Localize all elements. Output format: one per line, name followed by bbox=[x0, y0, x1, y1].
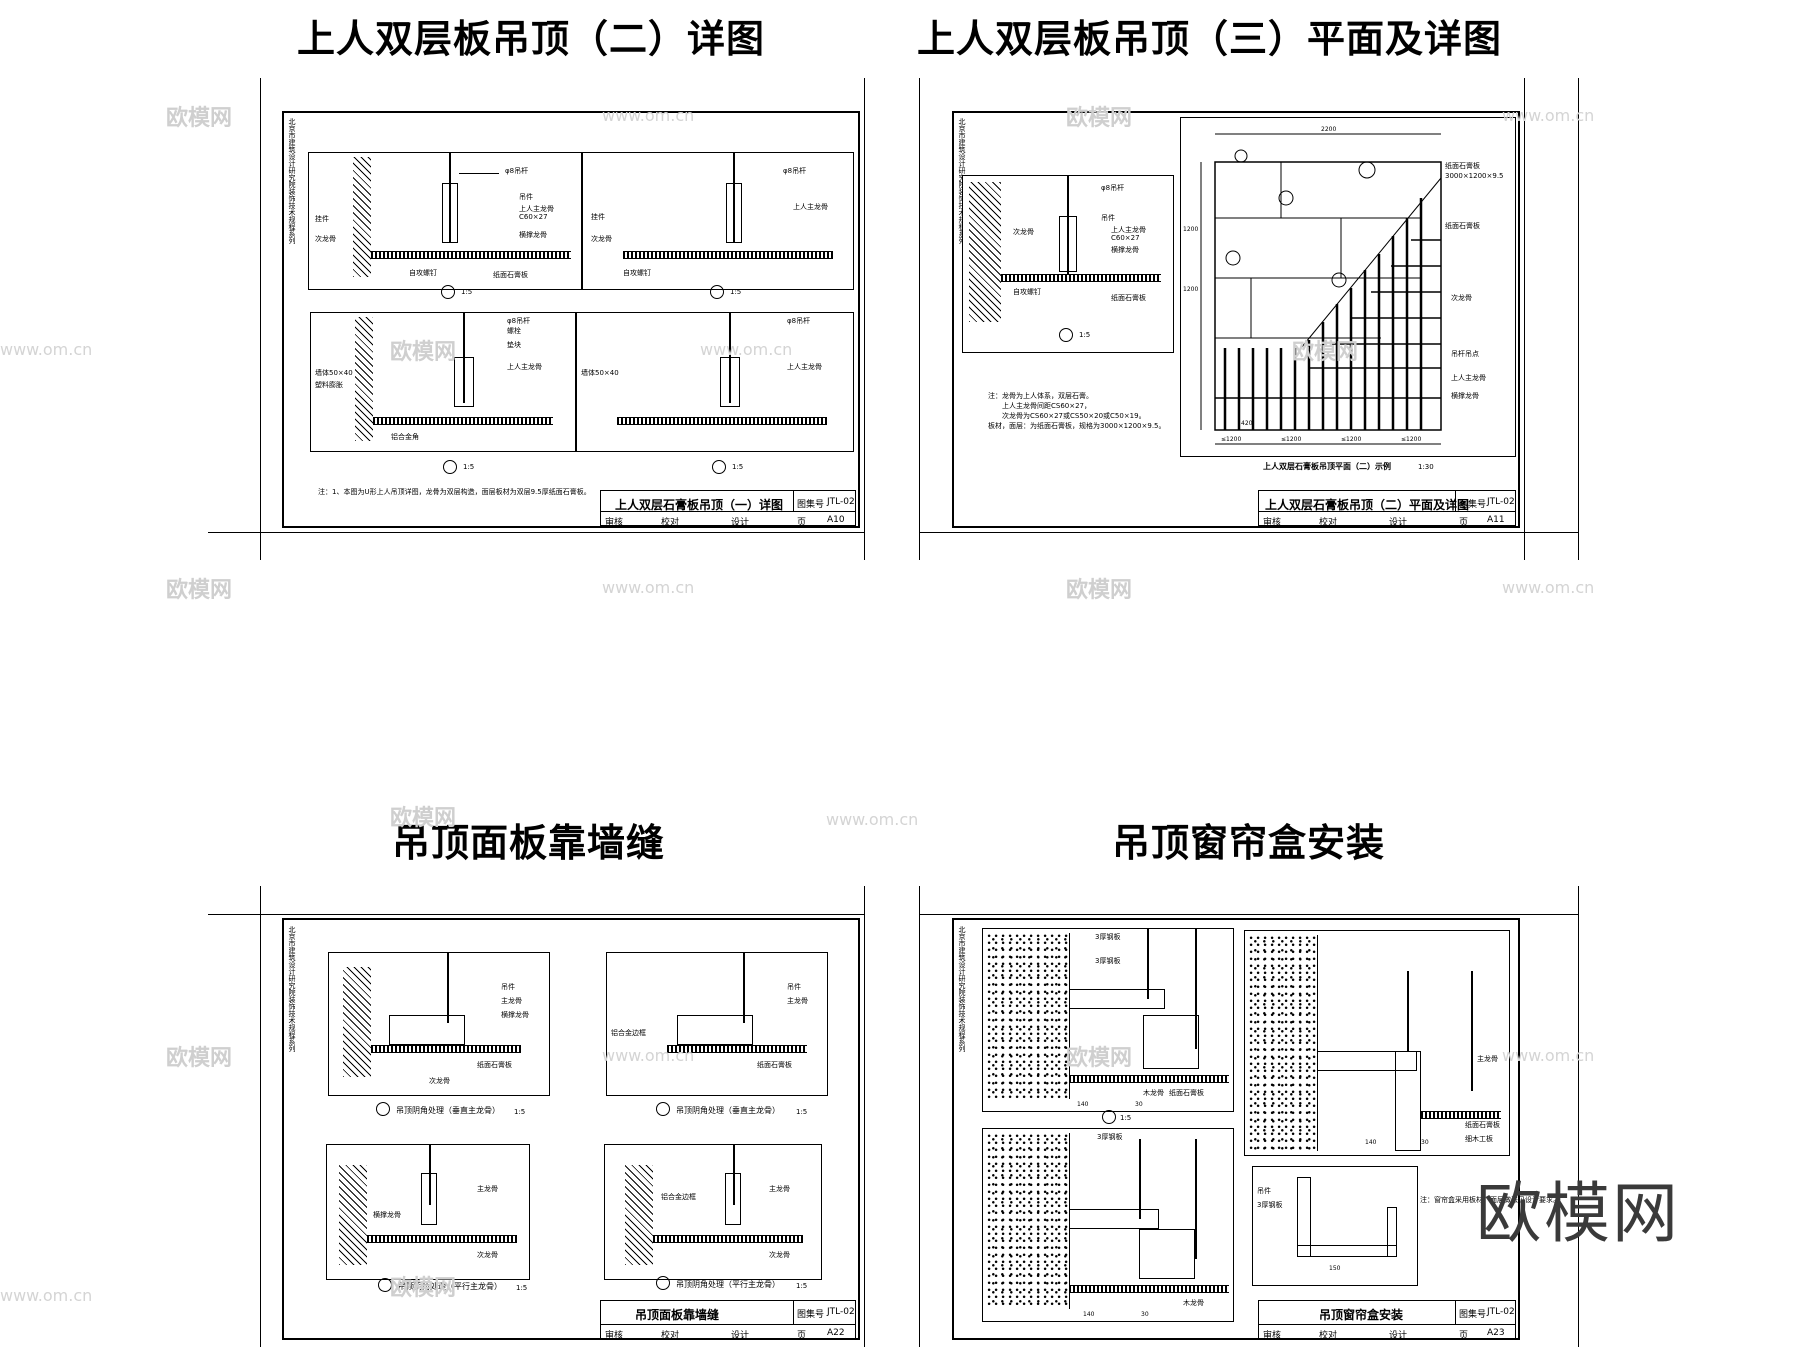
sheet-border bbox=[952, 111, 1520, 528]
detail-panel-4: φ8吊杆 上人主龙骨 墙体50×40 bbox=[576, 312, 854, 452]
watermark-url: www.om.cn bbox=[1502, 1046, 1595, 1065]
watermark-logo: 欧模网 bbox=[390, 1276, 457, 1301]
sheet-note: 注：窗帘盒采用板材，面层做法见设计要求。 bbox=[1420, 1196, 1560, 1204]
watermark-logo: 欧模网 bbox=[1292, 340, 1359, 365]
title-block: 上人双层石膏板吊顶（一）详图 图集号 JTL-02 审核 校对 设计 页 A10 bbox=[600, 490, 856, 528]
heading-top-right: 上人双层板吊顶（三）平面及详图 bbox=[917, 17, 1503, 61]
detail-panel-2: φ8吊杆 上人主龙骨 挂件 次龙骨 自攻螺钉 bbox=[582, 152, 854, 290]
watermark-logo: 欧模网 bbox=[1066, 578, 1133, 603]
watermark-logo: 欧模网 bbox=[1066, 1046, 1133, 1071]
watermark-logo-large: 欧模网 bbox=[1476, 1175, 1680, 1252]
watermark-logo: 欧模网 bbox=[390, 340, 457, 365]
detail-panel-4: 主龙骨 铝合金边框 次龙骨 bbox=[604, 1144, 822, 1280]
sheet-note: 注：1、本图为U形上人吊顶详图，龙骨为双层构造，面层板材为双层9.5厚纸面石膏板… bbox=[318, 488, 591, 496]
watermark-url: www.om.cn bbox=[0, 1286, 93, 1305]
detail-panel: φ8吊杆 吊件 上人主龙骨 C60×27 横撑龙骨 次龙骨 纸面石膏板 自攻螺钉… bbox=[962, 175, 1174, 353]
title-block: 吊顶窗帘盒安装 图集号 JTL-02 审核 校对 设计 页 A23 bbox=[1258, 1300, 1516, 1341]
sheet-note: 注：龙骨为上人体系，双层石膏。 bbox=[988, 392, 1093, 400]
side-text: 北京市建筑设计研究院装饰技术规程系列 bbox=[288, 118, 296, 244]
watermark-url: www.om.cn bbox=[700, 340, 793, 359]
plan-grid bbox=[1200, 133, 1442, 445]
watermark-url: www.om.cn bbox=[826, 810, 919, 829]
plan-drawing: 2200 1200 1200 ≤1200 ≤1200 ≤1200 ≤1200 4… bbox=[1180, 117, 1516, 471]
watermark-logo: 欧模网 bbox=[166, 1046, 233, 1071]
watermark-url: www.om.cn bbox=[602, 578, 695, 597]
heading-bottom-right: 吊顶窗帘盒安装 bbox=[1112, 821, 1386, 865]
sheet-border bbox=[282, 111, 860, 528]
detail-panel-3: φ8吊杆 螺栓 垫块 上人主龙骨 墙体50×40 塑料膨胀 铝合金角 bbox=[310, 312, 576, 452]
watermark-logo: 欧模网 bbox=[166, 106, 233, 131]
watermark-url: www.om.cn bbox=[602, 1046, 695, 1065]
title-block: 吊顶面板靠墙缝 图集号 JTL-02 审核 校对 设计 页 A22 bbox=[600, 1300, 856, 1341]
watermark-logo: 欧模网 bbox=[166, 578, 233, 603]
title-block: 上人双层石膏板吊顶（二）平面及详图 图集号 JTL-02 审核 校对 设计 页 … bbox=[1258, 490, 1516, 528]
detail-panel-1: 吊件 主龙骨 横撑龙骨 纸面石膏板 次龙骨 bbox=[328, 952, 550, 1096]
detail-panel-3: 主龙骨 横撑龙骨 次龙骨 bbox=[326, 1144, 530, 1280]
watermark-logo: 欧模网 bbox=[1066, 106, 1133, 131]
heading-bottom-left: 吊顶面板靠墙缝 bbox=[392, 821, 666, 865]
watermark-url: www.om.cn bbox=[1502, 106, 1595, 125]
watermark-url: www.om.cn bbox=[0, 340, 93, 359]
detail-panel-3: 3厚钢板 木龙骨 140 30 bbox=[982, 1128, 1234, 1322]
detail-panel-2: 主龙骨 纸面石膏板 细木工板 140 30 bbox=[1244, 930, 1510, 1156]
detail-panel-1: 3厚钢板 3厚钢板 纸面石膏板 木龙骨 140 30 bbox=[982, 928, 1234, 1112]
detail-panel-2: 铝合金边框 吊件 主龙骨 纸面石膏板 bbox=[606, 952, 828, 1096]
detail-panel-4: 吊件 3厚钢板 150 bbox=[1252, 1166, 1418, 1286]
sheet-border bbox=[952, 918, 1520, 1340]
watermark-logo: 欧模网 bbox=[390, 806, 457, 831]
detail-panel-1: φ8吊杆 吊件 上人主龙骨 C60×27 横撑龙骨 挂件 次龙骨 纸面石膏板 自… bbox=[308, 152, 582, 290]
heading-top-left: 上人双层板吊顶（二）详图 bbox=[297, 17, 766, 61]
plan-caption: 上人双层石膏板吊顶平面（二）示例 bbox=[1263, 462, 1391, 471]
watermark-url: www.om.cn bbox=[1502, 578, 1595, 597]
sheet-border bbox=[282, 918, 860, 1340]
watermark-url: www.om.cn bbox=[602, 106, 695, 125]
